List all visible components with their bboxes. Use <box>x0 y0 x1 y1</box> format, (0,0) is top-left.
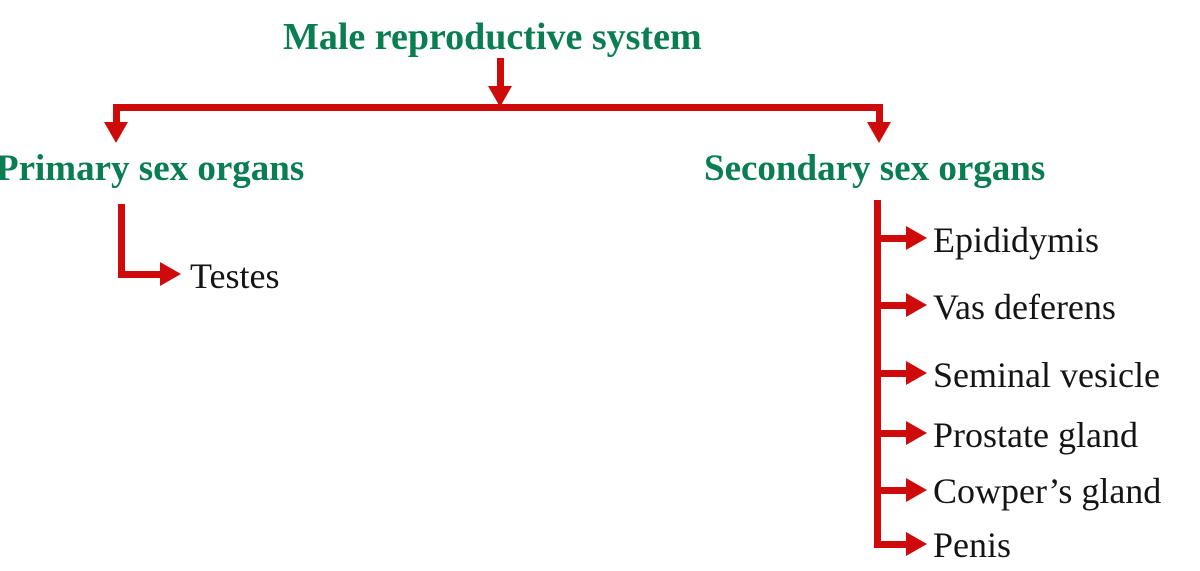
seminal-vesicle-arrow-right-icon <box>906 361 927 385</box>
cowpers-gland-arrow-right-icon <box>906 478 927 502</box>
epididymis-arrow-right-icon <box>906 226 927 250</box>
left-branch-line <box>113 104 120 127</box>
root-arrow-down-icon <box>488 86 512 107</box>
leaf-label-penis: Penis <box>933 525 1012 565</box>
right-branch-line <box>876 104 883 127</box>
root-stem-line <box>497 58 504 92</box>
prostate-gland-connector-line <box>874 430 912 437</box>
leaf-label-prostate-gland: Prostate gland <box>933 415 1138 455</box>
leaf-label-epididymis: Epididymis <box>933 220 1100 260</box>
cowpers-gland-connector-line <box>874 487 912 494</box>
prostate-gland-arrow-right-icon <box>906 421 927 445</box>
vas-deferens-arrow-right-icon <box>906 293 927 317</box>
seminal-vesicle-connector-line <box>874 370 912 377</box>
penis-connector-line <box>874 541 912 548</box>
right-branch-arrow-down-icon <box>867 122 891 143</box>
testes-arrow-right-icon <box>160 262 181 286</box>
page-title: Male reproductive system <box>283 16 702 58</box>
leaf-label-vas-deferens: Vas deferens <box>933 287 1116 327</box>
branch-label-secondary: Secondary sex organs <box>704 148 1046 189</box>
penis-arrow-right-icon <box>906 532 927 556</box>
leaf-label-testes: Testes <box>190 256 280 296</box>
vas-deferens-connector-line <box>874 302 912 309</box>
left-branch-arrow-down-icon <box>104 122 128 143</box>
epididymis-connector-line <box>874 235 912 242</box>
split-bar-line <box>113 104 883 111</box>
primary-trunk-line <box>118 204 125 278</box>
branch-label-primary: Primary sex organs <box>0 148 305 189</box>
leaf-label-cowpers-gland: Cowper’s gland <box>933 471 1162 511</box>
testes-connector-line <box>118 271 166 278</box>
leaf-label-seminal-vesicle: Seminal vesicle <box>933 355 1160 395</box>
